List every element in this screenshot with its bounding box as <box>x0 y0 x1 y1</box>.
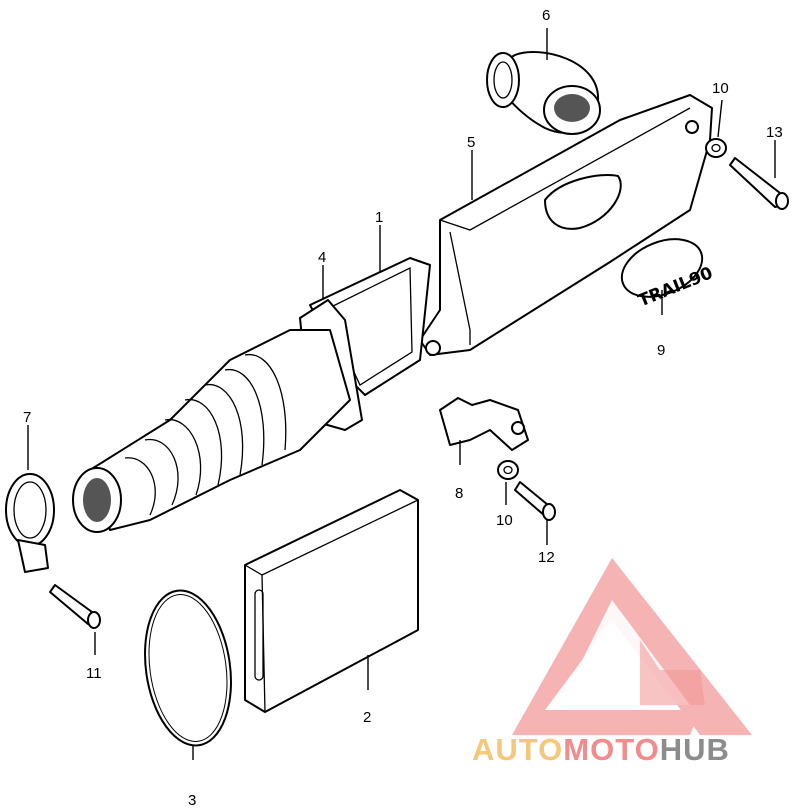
logo-part-moto: MOTO <box>563 732 659 767</box>
intake-bellows <box>72 329 351 533</box>
callout-labels: 1 2 3 4 5 6 7 8 9 10 10 11 12 13 <box>23 7 783 809</box>
watermark-logo <box>512 558 752 735</box>
callout-2: 2 <box>363 709 371 726</box>
logo-wordmark: AUTOMOTOHUB <box>472 732 730 767</box>
part-6-elbow <box>486 51 601 135</box>
callout-6: 6 <box>542 7 550 24</box>
callout-8: 8 <box>455 485 463 502</box>
logo-part-auto: AUTO <box>472 732 563 767</box>
part-10-washer-upper <box>705 138 727 158</box>
callout-10-lower: 10 <box>496 512 513 529</box>
callout-9: 9 <box>657 342 665 359</box>
callout-10-upper: 10 <box>712 80 729 97</box>
callout-7: 7 <box>23 409 31 426</box>
callout-12: 12 <box>538 549 555 566</box>
logo-part-hub: HUB <box>660 732 730 767</box>
part-7-clamp <box>5 473 55 573</box>
part-5-cover <box>419 94 713 356</box>
part-10-washer-lower <box>497 460 519 480</box>
svg-text:AUTOMOTOHUB: AUTOMOTOHUB <box>472 732 730 767</box>
part-12-bolt <box>514 481 556 521</box>
callout-11: 11 <box>86 665 102 682</box>
part-8-bracket <box>439 397 529 451</box>
callout-5: 5 <box>467 134 475 151</box>
callout-1: 1 <box>375 209 383 226</box>
part-3-oring <box>144 589 232 747</box>
leader-lines <box>27 28 776 760</box>
callout-13: 13 <box>766 124 783 141</box>
part-2-filter <box>244 489 419 713</box>
part-13-bolt <box>729 157 789 210</box>
callout-4: 4 <box>318 249 326 266</box>
callout-3: 3 <box>188 792 196 809</box>
part-11-bolt <box>49 584 101 629</box>
